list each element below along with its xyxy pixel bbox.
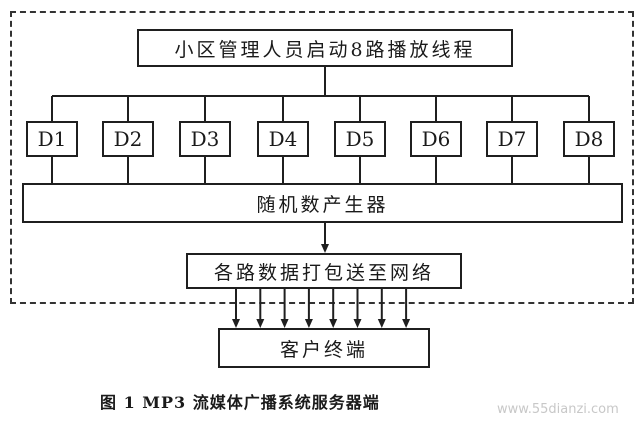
- pack-to-client-arrow-4: [304, 319, 313, 328]
- rng-to-pack-arrow: [321, 244, 329, 253]
- channel-box-d3: D3: [179, 121, 231, 157]
- client-terminal-box: 客户终端: [218, 328, 430, 368]
- channel-box-d7: D7: [486, 121, 538, 157]
- channel-box-d1: D1: [26, 121, 78, 157]
- channel-box-d2: D2: [102, 121, 154, 157]
- pack-to-client-arrow-6: [353, 319, 362, 328]
- pack-to-client-arrow-1: [232, 319, 240, 328]
- channel-box-d5: D5: [334, 121, 386, 157]
- pack-to-client-arrow-3: [280, 319, 289, 328]
- pack-to-client-arrow-5: [329, 319, 338, 328]
- channel-box-d4: D4: [257, 121, 309, 157]
- server-boundary-frame: [10, 11, 634, 304]
- pack-to-client-arrow-2: [256, 319, 265, 328]
- packet-network-box: 各路数据打包送至网络: [186, 253, 462, 289]
- pack-to-client-arrow-8: [402, 319, 411, 328]
- random-generator-box: 随机数产生器: [22, 183, 623, 223]
- pack-to-client-arrow-7: [377, 319, 386, 328]
- site-watermark: www.55dianzi.com: [497, 402, 619, 417]
- channel-box-d8: D8: [563, 121, 615, 157]
- start-threads-box: 小区管理人员启动8路播放线程: [137, 29, 513, 67]
- channel-box-d6: D6: [410, 121, 462, 157]
- figure-caption: 图 1 MP3 流媒体广播系统服务器端: [100, 393, 380, 412]
